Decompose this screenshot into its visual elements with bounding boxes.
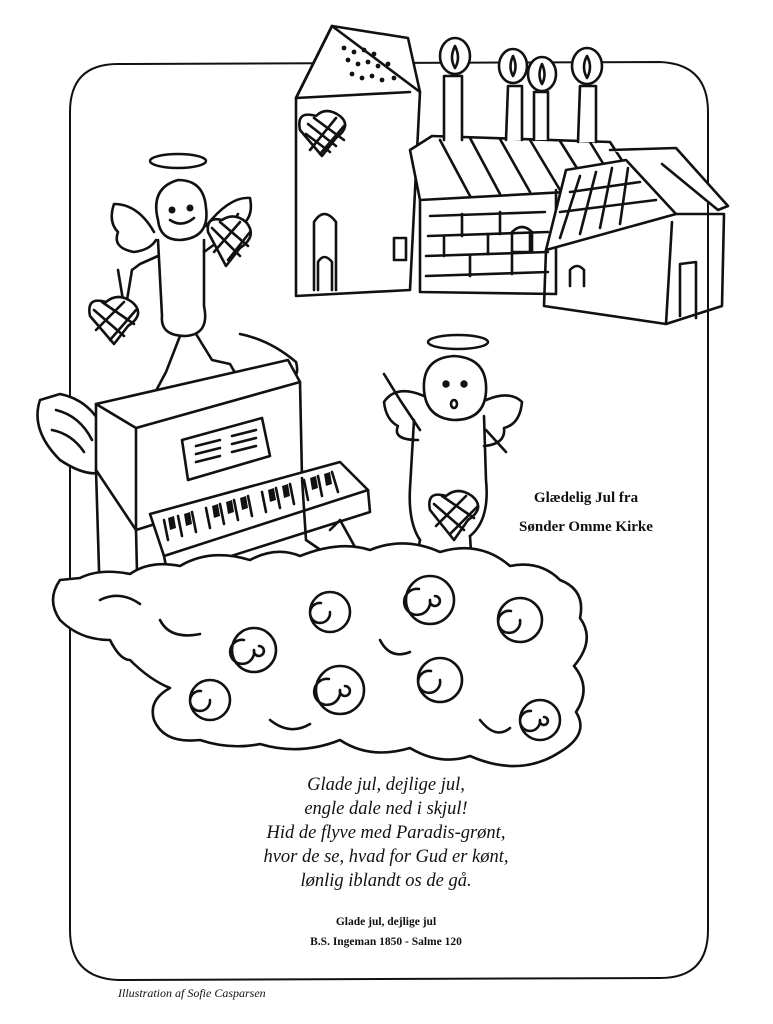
greeting-line-1: Glædelig Jul fra (533, 490, 639, 506)
poem-line: Glade jul, dejlige jul, (307, 775, 465, 795)
greeting-text: Glædelig Jul fra Sønder Omme Kirke (486, 484, 686, 542)
hymn-source: Glade jul, dejlige jul B.S. Ingeman 1850… (236, 912, 536, 952)
poem-line: lønlig iblandt os de gå. (300, 871, 472, 891)
page-border (70, 62, 708, 980)
illustration-credit: Illustration af Sofie Casparsen (118, 986, 266, 1000)
poem-line: hvor de se, hvad for Gud er kønt, (263, 847, 509, 867)
angel-with-hearts-icon (89, 154, 251, 402)
greeting-line-2: Sønder Omme Kirke (519, 519, 653, 535)
hymn-attribution: B.S. Ingeman 1850 - Salme 120 (310, 936, 462, 948)
candles-icon (440, 38, 602, 142)
church-icon (296, 26, 728, 324)
angel-with-heart-icon (384, 335, 522, 582)
woven-heart-icon (299, 111, 345, 156)
hymn-title: Glade jul, dejlige jul (335, 916, 437, 928)
poem-line: engle dale ned i skjul! (304, 799, 468, 819)
poem-verse: Glade jul, dejlige jul, engle dale ned i… (186, 773, 586, 893)
poem-line: Hid de flyve med Paradis-grønt, (266, 823, 506, 843)
cloud-icon (53, 543, 587, 766)
